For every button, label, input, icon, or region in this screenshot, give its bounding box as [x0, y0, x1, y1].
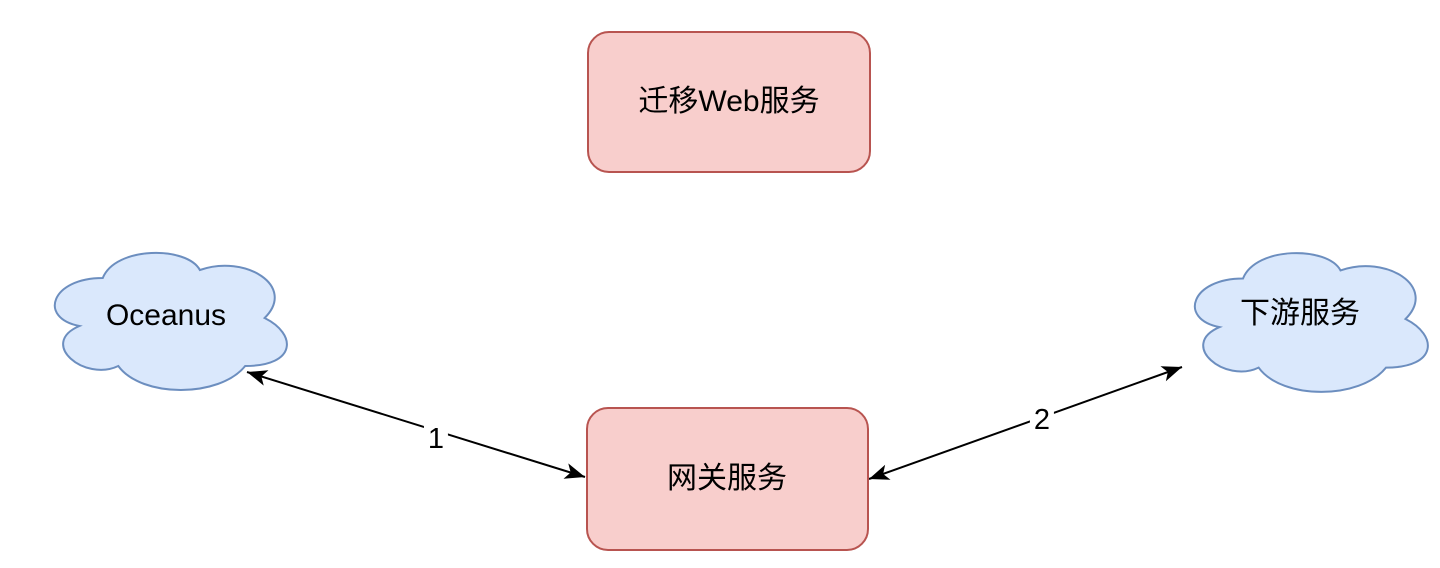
node-downstream-cloud[interactable]: [1195, 253, 1428, 392]
edge-label-1: 1: [423, 423, 449, 456]
node-label-gateway-service: 网关服务: [667, 462, 787, 495]
node-migrate-web-service[interactable]: [587, 31, 871, 173]
node-gateway-service[interactable]: [586, 407, 869, 551]
edge-gateway-oceanus[interactable]: [246, 370, 586, 479]
node-label-migrate-web-service: 迁移Web服务: [638, 85, 820, 118]
node-oceanus-cloud[interactable]: [55, 253, 287, 390]
node-label-oceanus: Oceanus: [105, 299, 227, 332]
node-label-downstream-service: 下游服务: [1240, 297, 1360, 330]
edge-gateway-downstream[interactable]: [868, 366, 1183, 480]
edge-label-2: 2: [1029, 404, 1055, 437]
